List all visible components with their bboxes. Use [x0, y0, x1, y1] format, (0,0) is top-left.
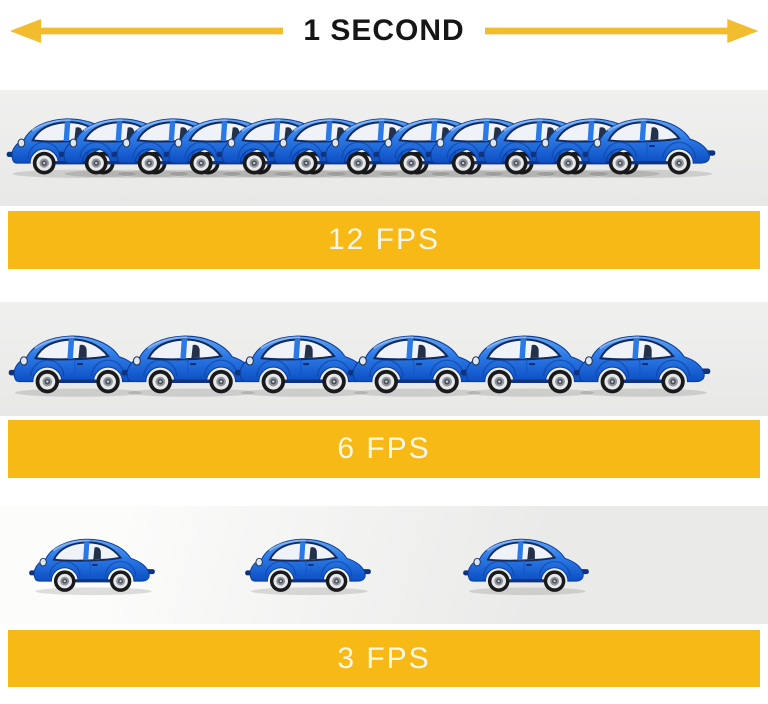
fps-banner-3: 3 FPS: [8, 630, 760, 687]
fps-banner-label: 3 FPS: [337, 641, 431, 675]
car-icon: [121, 327, 259, 399]
car-strip-6fps: [0, 302, 768, 416]
fps-banner-12: 12 FPS: [8, 211, 760, 269]
right-arrow-icon: [484, 19, 759, 43]
left-arrow-icon: [9, 19, 284, 43]
car-icon: [28, 531, 156, 597]
car-icon: [462, 531, 590, 597]
car-icon: [463, 538, 589, 596]
car-icon: [583, 118, 716, 178]
fps-banner-label: 12 FPS: [327, 223, 441, 256]
car-icon: [573, 335, 711, 397]
timescale-label: 1 SECOND: [303, 14, 465, 47]
car-icon: [8, 327, 146, 399]
car-strip-3fps: [0, 506, 768, 624]
car-icon: [121, 335, 259, 397]
fps-banner-6: 6 FPS: [8, 420, 760, 478]
fps-banner-label: 6 FPS: [337, 432, 431, 465]
car-strip-12fps: [0, 90, 768, 206]
car-icon: [573, 327, 711, 399]
timescale-header: 1 SECOND: [8, 10, 760, 52]
car-icon: [29, 538, 155, 596]
car-icon: [244, 531, 372, 597]
car-icon: [245, 538, 371, 596]
car-icon: [8, 335, 146, 397]
car-icon: [582, 110, 716, 180]
